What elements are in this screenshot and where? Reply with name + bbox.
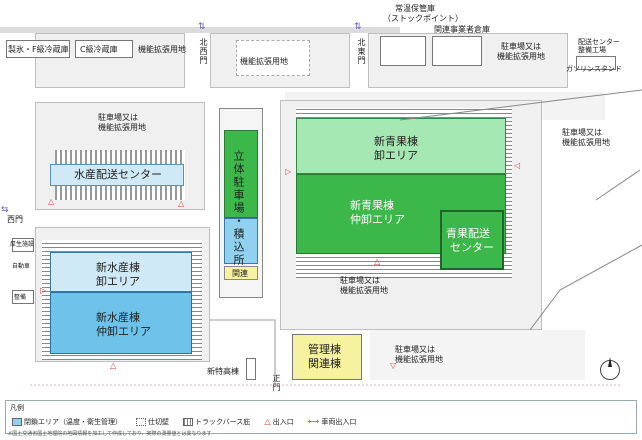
label-suisan-naka-2: 仲卸エリア xyxy=(96,325,151,338)
parking-top-right-text: 駐車場又は 機能拡張用地 xyxy=(497,42,545,61)
arrow-west: ⇆ xyxy=(1,205,9,215)
entrance-mark-8: ▽ xyxy=(390,361,397,370)
label-c-reizo: C級冷蔵庫 xyxy=(80,45,118,54)
entrance-mark-6: △ xyxy=(110,361,117,370)
label-kinou-top-left: 機能拡張用地 xyxy=(138,45,186,54)
legend-partition-swatch xyxy=(136,418,146,426)
legend-truck-text: トラックバース庇 xyxy=(195,418,251,426)
label-joon-hokan-2: （ストックポイント） xyxy=(383,14,463,23)
parking-right-text: 駐車場又は 機能拡張用地 xyxy=(562,128,610,147)
building-kanren-small xyxy=(224,266,258,280)
parking-left-mid-text: 駐車場又は 機能拡張用地 xyxy=(98,113,146,132)
gate-north-west: 北西門 xyxy=(199,38,208,65)
label-jidousha: 自動車 xyxy=(12,263,31,270)
legend-closed-swatch xyxy=(12,418,22,426)
label-suisan-oroshi-2: 卸エリア xyxy=(96,275,140,288)
building-seibi xyxy=(576,56,616,70)
legend-title: 凡例 xyxy=(10,404,24,412)
label-kanri-1: 管理棟 xyxy=(308,343,341,356)
building-kanri xyxy=(292,334,362,380)
gate-west: 西門 xyxy=(7,215,23,224)
legend-vehicle: ⟷ 車両出入口 xyxy=(308,417,357,427)
label-suisan-naka-1: 新水産棟 xyxy=(96,311,140,324)
legend-row: 閉鎖エリア（温度・衛生管理） 仕切壁 トラックバース庇 △ 出入口 ⟷ 車両出入… xyxy=(12,415,356,429)
building-shin-seika-oroshi xyxy=(296,118,506,174)
label-shin-toku-kouka: 新特高棟 xyxy=(207,367,239,376)
footnote: ※国土交通省国土地理院の地図情報を加工して作成しており、実際の測量値とは異なりま… xyxy=(8,431,212,437)
label-suisan-oroshi-1: 新水産棟 xyxy=(96,261,140,274)
label-seika-haisou-1: 青果配送 xyxy=(446,227,490,240)
entrance-mark-3: ▷ xyxy=(285,167,292,176)
gate-main: 正門 xyxy=(272,374,281,392)
legend-vehicle-text: 車両出入口 xyxy=(321,418,357,426)
parking-bottom-right-text: 駐車場又は 機能拡張用地 xyxy=(395,345,443,364)
building-shin-suisan-oroshi xyxy=(50,252,192,292)
entrance-mark-1: △ xyxy=(48,197,55,206)
building-seihyo-reizo xyxy=(6,40,70,58)
entrance-mark-7: ▷ xyxy=(40,286,47,295)
label-parking-center: 駐車場又は 機能拡張用地 xyxy=(340,276,388,296)
label-parking-top-right: 駐車場又は 機能拡張用地 xyxy=(497,42,545,62)
legend-entrance-text: 出入口 xyxy=(272,418,294,426)
label-seika-naka-2: 仲卸エリア xyxy=(350,213,405,226)
legend-closed-text: 閉鎖エリア（温度・衛生管理） xyxy=(24,418,122,426)
building-suisan-haisou xyxy=(50,164,184,186)
legend-entrance: △ 出入口 xyxy=(264,417,293,427)
label-suisan-haisou: 水産配送センター xyxy=(74,168,162,181)
entrance-mark-5: ◁ xyxy=(514,161,521,170)
entrance-mark-4: △ xyxy=(374,257,381,266)
legend-box xyxy=(5,400,637,434)
vehicle-arrow-icon: ⟷ xyxy=(307,417,320,426)
label-parking-left-mid: 駐車場又は 機能拡張用地 xyxy=(98,113,146,133)
legend-partition-text: 仕切壁 xyxy=(148,418,169,426)
compass-icon xyxy=(600,357,620,380)
legend-truck: トラックバース庇 xyxy=(183,417,250,427)
label-kanren-small: 関連 xyxy=(232,269,248,278)
label-kanren-souko: 関連事業者倉庫 xyxy=(434,25,490,34)
building-shin-suisan-naka xyxy=(50,292,192,354)
legend-closed: 閉鎖エリア（温度・衛生管理） xyxy=(12,417,122,427)
building-kousei xyxy=(12,238,34,252)
building-toku-kouka xyxy=(246,358,256,380)
label-kanri-2: 関連棟 xyxy=(308,357,341,370)
building-seika-haisou xyxy=(440,210,504,270)
label-haisou-center-small: 配送センター xyxy=(578,38,620,46)
label-rittai: 立体駐車場・積込所 xyxy=(232,150,245,267)
building-kinou-top-mid xyxy=(236,40,310,76)
label-seihyo-reizo: 製氷・F級冷蔵庫 xyxy=(8,45,69,54)
parking-center-text: 駐車場又は 機能拡張用地 xyxy=(340,276,388,295)
label-gasoline: ガソリンスタンド xyxy=(566,65,622,73)
label-parking-right: 駐車場又は 機能拡張用地 xyxy=(562,128,610,148)
road-north xyxy=(0,27,400,33)
label-seika-oroshi-2: 卸エリア xyxy=(374,149,418,162)
building-seibi-left xyxy=(12,290,34,304)
legend-partition: 仕切壁 xyxy=(136,417,169,427)
building-rittai-blue xyxy=(224,218,258,264)
entrance-mark-2: △ xyxy=(178,199,185,208)
arrow-ne: ⇅ xyxy=(354,22,362,32)
building-rittai-green xyxy=(224,130,258,218)
entrance-icon: △ xyxy=(264,417,271,426)
legend-truck-swatch xyxy=(183,418,193,426)
label-seika-haisou-2: センター xyxy=(450,241,494,254)
building-joon-hokan xyxy=(380,36,426,66)
label-kinou-top-mid: 機能拡張用地 xyxy=(240,57,288,66)
label-seika-naka-1: 新青果棟 xyxy=(350,199,394,212)
label-kousei: 厚生施設 xyxy=(10,241,35,248)
label-seibi-koujou: 整備工場 xyxy=(578,46,606,54)
label-seika-oroshi-1: 新青果棟 xyxy=(374,135,418,148)
arrow-nw: ⇅ xyxy=(198,22,206,32)
gate-north-east: 北東門 xyxy=(357,38,366,65)
building-kanren-souko xyxy=(432,36,482,66)
label-joon-hokan-1: 常温保管庫 xyxy=(395,4,435,13)
building-c-reizo xyxy=(75,40,133,58)
label-parking-bottom-right: 駐車場又は 機能拡張用地 xyxy=(395,345,443,365)
label-seibi-left: 整備 xyxy=(14,294,27,301)
zone-bottom-right xyxy=(370,330,585,380)
